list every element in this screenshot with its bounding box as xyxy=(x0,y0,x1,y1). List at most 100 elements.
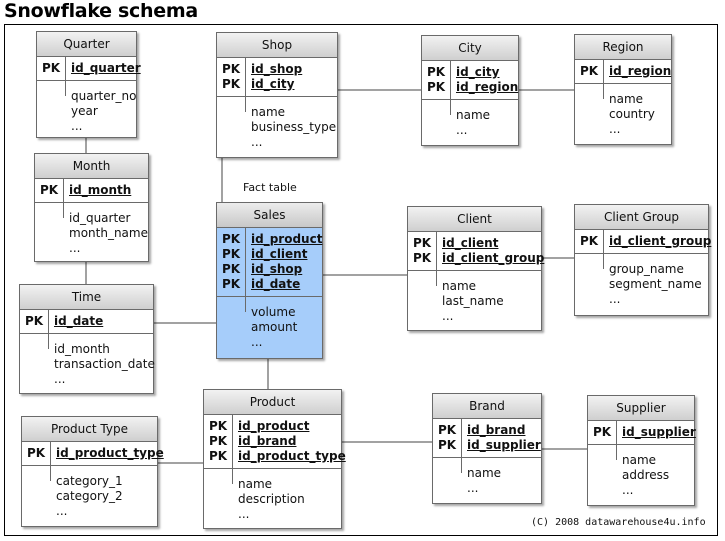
table-month[interactable]: Month PK id_month id_quarter month_name … xyxy=(34,153,149,262)
table-time[interactable]: Time PK id_date id_month transaction_dat… xyxy=(19,284,155,394)
attribute: ... xyxy=(609,122,621,136)
attribute: month_name xyxy=(69,226,148,240)
table-quarter[interactable]: Quarter PK id_quarter quarter_no year ..… xyxy=(36,31,141,138)
key-column: id_product_type xyxy=(238,449,346,463)
attribute: ... xyxy=(622,483,634,497)
key-section: PK id_city PK id_region xyxy=(422,61,518,100)
key-column: id_product xyxy=(238,419,310,433)
attribute: name xyxy=(467,466,502,480)
pk-label: PK xyxy=(222,232,241,246)
attribute: ... xyxy=(609,292,621,306)
key-column: id_product_type xyxy=(56,446,164,460)
attribute: year xyxy=(71,104,98,118)
pk-label: PK xyxy=(593,425,612,439)
key-row: PK id_shop xyxy=(217,62,337,77)
pk-label: PK xyxy=(222,247,241,261)
attribute: id_month xyxy=(54,342,110,356)
table-header: Shop xyxy=(217,33,337,58)
attribute: country xyxy=(609,107,655,121)
table-brand[interactable]: Brand PK id_brand PK id_supplier name ..… xyxy=(432,393,542,504)
pk-label: PK xyxy=(222,77,241,91)
key-column: id_region xyxy=(456,80,519,94)
attribute-section: name ... xyxy=(433,458,541,496)
attribute: ... xyxy=(238,507,250,521)
table-city[interactable]: City PK id_city PK id_region name ... xyxy=(421,35,519,146)
table-header: Client xyxy=(408,207,541,232)
key-row: PK id_date xyxy=(217,277,322,292)
attribute-section: quarter_no year ... xyxy=(37,81,136,134)
attribute-section: name country ... xyxy=(575,84,671,137)
key-row: PK id_product_type xyxy=(204,449,346,464)
pk-label: PK xyxy=(222,262,241,276)
key-column: id_date xyxy=(251,277,301,291)
table-header: Time xyxy=(20,285,153,310)
table-sales[interactable]: Sales PK id_product PK id_client PK id_s… xyxy=(216,202,323,359)
key-section: PK id_region xyxy=(575,60,671,84)
attribute: name xyxy=(622,453,657,467)
attribute: name xyxy=(609,92,644,106)
pk-label: PK xyxy=(438,438,457,452)
table-header: City xyxy=(422,36,518,61)
table-supplier[interactable]: Supplier PK id_supplier name address ... xyxy=(587,395,696,506)
key-row: PK id_brand xyxy=(433,423,541,438)
pk-label: PK xyxy=(209,449,228,463)
attribute-section: name description ... xyxy=(204,469,341,522)
key-column: id_client_group xyxy=(609,234,712,248)
pk-label: PK xyxy=(27,446,46,460)
key-section: PK id_client PK id_client_group xyxy=(408,232,544,271)
pk-label: PK xyxy=(40,183,59,197)
attribute: segment_name xyxy=(609,277,702,291)
key-row: PK id_date xyxy=(20,314,153,329)
key-section: PK id_client_group xyxy=(575,230,712,254)
table-region[interactable]: Region PK id_region name country ... xyxy=(574,34,672,145)
table-product-type[interactable]: Product Type PK id_product_type category… xyxy=(21,416,164,527)
attribute: ... xyxy=(69,241,81,255)
key-section: PK id_product PK id_brand PK id_product_… xyxy=(204,415,346,469)
key-row: PK id_quarter xyxy=(37,61,141,76)
table-product[interactable]: Product PK id_product PK id_brand PK id_… xyxy=(203,389,346,529)
table-client[interactable]: Client PK id_client PK id_client_group n… xyxy=(407,206,544,331)
attribute: ... xyxy=(71,119,83,133)
key-section: PK id_quarter xyxy=(37,57,141,81)
key-row: PK id_city xyxy=(422,65,518,80)
key-row: PK id_region xyxy=(575,64,671,79)
key-column: id_client xyxy=(251,247,308,261)
key-section: PK id_product PK id_client PK id_shop PK… xyxy=(217,228,322,297)
attribute: description xyxy=(238,492,305,506)
key-column: id_city xyxy=(251,77,295,91)
key-row: PK id_client_group xyxy=(575,234,712,249)
attribute-section: name business_type ... xyxy=(217,97,337,150)
table-header: Product xyxy=(204,390,341,415)
attribute: last_name xyxy=(442,294,504,308)
key-column: id_city xyxy=(456,65,500,79)
attribute: category_2 xyxy=(56,489,123,503)
table-header: Product Type xyxy=(22,417,157,442)
key-row: PK id_brand xyxy=(204,434,341,449)
attribute: address xyxy=(622,468,670,482)
attribute-section: name ... xyxy=(422,100,518,138)
key-section: PK id_supplier xyxy=(588,421,696,445)
pk-label: PK xyxy=(209,434,228,448)
pk-label: PK xyxy=(427,80,446,94)
attribute-section: volume amount ... xyxy=(217,297,322,350)
pk-label: PK xyxy=(222,62,241,76)
key-section: PK id_brand PK id_supplier xyxy=(433,419,541,458)
table-header: Month xyxy=(35,154,148,179)
diagram-frame xyxy=(4,24,718,536)
attribute-section: name address ... xyxy=(588,445,694,498)
key-row: PK id_region xyxy=(422,80,518,95)
pk-label: PK xyxy=(222,277,241,291)
attribute-section: name last_name ... xyxy=(408,271,541,324)
key-row: PK id_client xyxy=(217,247,322,262)
table-shop[interactable]: Shop PK id_shop PK id_city name business… xyxy=(216,32,338,158)
table-client-group[interactable]: Client Group PK id_client_group group_na… xyxy=(574,204,712,316)
page-title: Snowflake schema xyxy=(4,0,198,22)
key-row: PK id_shop xyxy=(217,262,322,277)
fact-table-label: Fact table xyxy=(243,181,297,194)
key-column: id_supplier xyxy=(622,425,696,439)
attribute: name xyxy=(251,105,286,119)
key-row: PK id_product xyxy=(217,232,322,247)
pk-label: PK xyxy=(438,423,457,437)
attribute: transaction_date xyxy=(54,357,155,371)
